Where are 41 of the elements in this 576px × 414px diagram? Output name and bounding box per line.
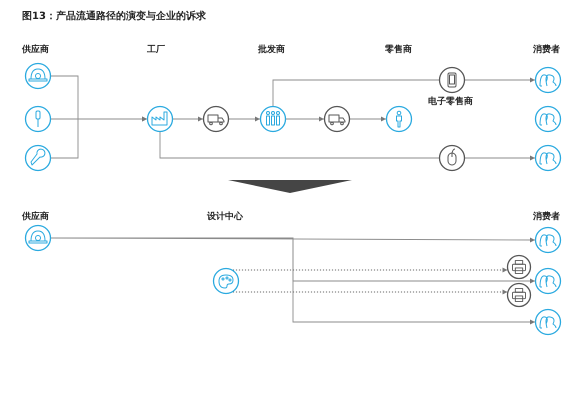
column-heading: 批发商 — [258, 46, 285, 55]
factory-icon — [146, 105, 174, 133]
printer-icon — [506, 282, 532, 308]
wrench-icon — [24, 144, 52, 172]
column-heading: 设计中心 — [207, 213, 243, 222]
phone-icon — [438, 66, 466, 94]
arrow — [350, 116, 386, 122]
person-icon — [385, 105, 413, 133]
column-heading: 消费者 — [533, 46, 560, 55]
arrow — [464, 156, 536, 160]
column-heading: 供应商 — [22, 213, 49, 222]
people-icon — [534, 226, 562, 254]
arrow — [286, 116, 324, 122]
truck-icon — [202, 105, 230, 133]
arrow — [50, 116, 148, 158]
people-icon — [534, 66, 562, 94]
printer-icon — [506, 254, 532, 280]
helmet-icon — [24, 62, 52, 90]
title: 图13：产品流通路径的演变与企业的诉求 — [22, 12, 206, 22]
column-heading: 供应商 — [22, 46, 49, 55]
mouse-icon — [438, 144, 466, 172]
truck-icon — [323, 105, 351, 133]
palette-icon — [212, 267, 240, 295]
column-heading: 零售商 — [385, 46, 412, 55]
arrow — [228, 116, 260, 122]
people-icon — [534, 105, 562, 133]
people-icon — [534, 308, 562, 336]
arrow — [232, 290, 508, 294]
node-caption: 电子零售商 — [428, 98, 473, 107]
connector-line — [272, 80, 440, 106]
arrow — [232, 268, 508, 272]
connector-line — [160, 132, 440, 158]
people-icon — [534, 144, 562, 172]
arrow — [172, 116, 204, 122]
helmet-icon — [24, 224, 52, 252]
arrow — [464, 78, 536, 82]
column-heading: 消费者 — [533, 213, 560, 222]
people-icon — [259, 105, 287, 133]
people-icon — [534, 267, 562, 295]
column-heading: 工厂 — [147, 46, 165, 55]
screwdriver-icon — [24, 105, 52, 133]
